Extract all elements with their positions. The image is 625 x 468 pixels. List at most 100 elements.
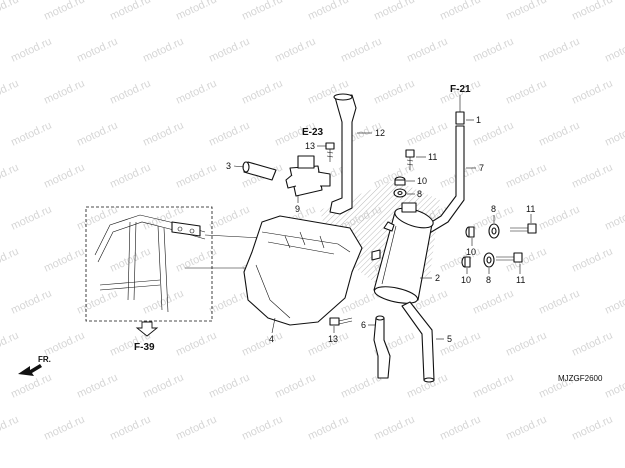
watermark-text: motod.ru	[603, 35, 625, 64]
watermark-text: motod.ru	[240, 77, 284, 106]
watermark-text: motod.ru	[0, 161, 21, 190]
watermark-text: motod.ru	[570, 245, 614, 274]
ref-f21: F-21	[450, 84, 471, 95]
part-8-grommet-upper	[393, 188, 407, 198]
watermark-text: motod.ru	[42, 413, 86, 442]
watermark-text: motod.ru	[141, 287, 185, 316]
arrow-down-icon	[135, 321, 159, 337]
part-label-13-lower: 13	[328, 334, 338, 344]
part-3-hose	[242, 161, 277, 181]
watermark-text: motod.ru	[603, 119, 625, 148]
watermark-text: motod.ru	[306, 0, 350, 23]
watermark-text: motod.ru	[537, 119, 581, 148]
watermark-text: motod.ru	[108, 245, 152, 274]
watermark-text: motod.ru	[174, 245, 218, 274]
watermark-text: motod.ru	[141, 35, 185, 64]
watermark-text: motod.ru	[9, 119, 53, 148]
front-label: FR.	[38, 355, 51, 364]
watermark-text: motod.ru	[306, 413, 350, 442]
watermark-text: motod.ru	[504, 329, 548, 358]
part-label-10-upper: 10	[417, 176, 427, 186]
watermark-text: motod.ru	[504, 413, 548, 442]
watermark-text: motod.ru	[42, 77, 86, 106]
watermark-text: motod.ru	[405, 35, 449, 64]
watermark-text: motod.ru	[570, 77, 614, 106]
watermark-text: motod.ru	[9, 371, 53, 400]
part-1-clip	[455, 111, 465, 125]
inset-view-box	[85, 206, 213, 322]
watermark-text: motod.ru	[75, 35, 119, 64]
part-label-3: 3	[226, 161, 231, 171]
watermark-text: motod.ru	[504, 77, 548, 106]
ref-f39: F-39	[134, 342, 155, 353]
watermark-text: motod.ru	[207, 119, 251, 148]
part-label-11-upper: 11	[428, 152, 437, 162]
watermark-text: motod.ru	[273, 371, 317, 400]
watermark-text: motod.ru	[0, 77, 21, 106]
watermark-text: motod.ru	[207, 35, 251, 64]
watermark-text: motod.ru	[9, 287, 53, 316]
watermark-text: motod.ru	[207, 371, 251, 400]
watermark-text: motod.ru	[240, 413, 284, 442]
part-11-bolt-upper	[405, 149, 415, 170]
watermark-text: motod.ru	[537, 203, 581, 232]
part-8-grommet-lower	[483, 252, 495, 268]
watermark-text: motod.ru	[75, 203, 119, 232]
watermark-text: motod.ru	[405, 119, 449, 148]
part-13-bolt-lower	[329, 317, 353, 326]
watermark-text: motod.ru	[504, 0, 548, 23]
part-4-cover	[243, 215, 363, 326]
watermark-text: motod.ru	[537, 35, 581, 64]
part-label-10-lower: 10	[461, 275, 471, 285]
watermark-text: motod.ru	[174, 413, 218, 442]
watermark-text: motod.ru	[174, 161, 218, 190]
watermark-text: motod.ru	[570, 413, 614, 442]
watermark-text: motod.ru	[42, 245, 86, 274]
part-8-grommet-mid	[488, 223, 500, 239]
watermark-text: motod.ru	[570, 329, 614, 358]
part-label-9: 9	[295, 204, 300, 214]
part-label-4: 4	[269, 334, 274, 344]
part-11-bolt-lower	[496, 252, 523, 263]
watermark-text: motod.ru	[174, 329, 218, 358]
watermark-text: motod.ru	[570, 0, 614, 23]
front-arrow-icon	[18, 364, 42, 376]
watermark-text: motod.ru	[108, 77, 152, 106]
part-label-1: 1	[476, 115, 481, 125]
watermark-text: motod.ru	[504, 161, 548, 190]
watermark-text: motod.ru	[42, 0, 86, 23]
watermark-text: motod.ru	[0, 329, 21, 358]
part-label-8-mid: 8	[491, 204, 496, 214]
watermark-text: motod.ru	[471, 371, 515, 400]
watermark-text: motod.ru	[0, 0, 21, 23]
watermark-text: motod.ru	[108, 0, 152, 23]
part-label-10-mid: 10	[466, 247, 476, 257]
watermark-text: motod.ru	[0, 245, 21, 274]
watermark-text: motod.ru	[603, 203, 625, 232]
watermark-text: motod.ru	[207, 203, 251, 232]
watermark-text: motod.ru	[174, 77, 218, 106]
watermark-text: motod.ru	[438, 413, 482, 442]
part-label-8-lower: 8	[486, 275, 491, 285]
watermark-text: motod.ru	[240, 329, 284, 358]
inset-frame-sketch	[94, 214, 206, 313]
watermark-text: motod.ru	[372, 0, 416, 23]
watermark-text: motod.ru	[75, 287, 119, 316]
part-13-bolt-upper	[325, 142, 335, 162]
watermark-text: motod.ru	[0, 413, 21, 442]
part-10-collar-mid	[465, 226, 475, 238]
part-5-hose	[401, 301, 435, 383]
part-11-bolt-mid	[510, 223, 537, 234]
watermark-text: motod.ru	[537, 287, 581, 316]
watermark-text: motod.ru	[207, 287, 251, 316]
part-label-6: 6	[361, 320, 366, 330]
watermark-text: motod.ru	[174, 0, 218, 23]
watermark-text: motod.ru	[9, 35, 53, 64]
watermark-text: motod.ru	[273, 35, 317, 64]
diagram-code: MJZGF2600	[558, 374, 603, 383]
watermark-text: motod.ru	[141, 119, 185, 148]
watermark-text: motod.ru	[372, 77, 416, 106]
watermark-text: motod.ru	[372, 413, 416, 442]
part-label-11-mid: 11	[526, 204, 535, 214]
